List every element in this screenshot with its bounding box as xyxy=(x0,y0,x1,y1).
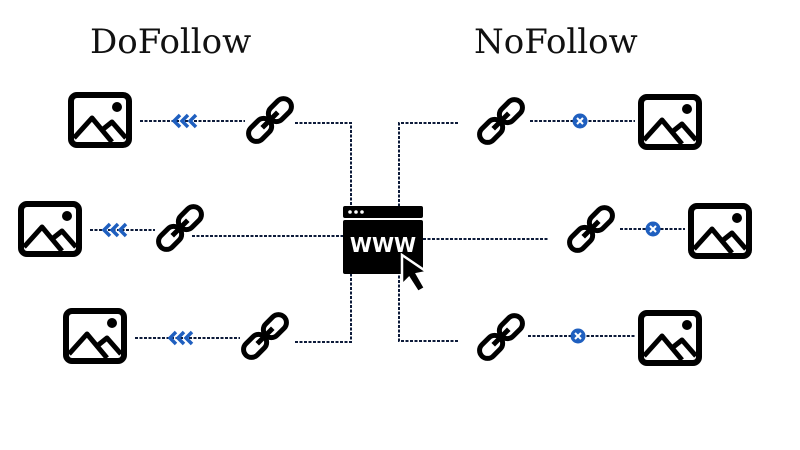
nofollow-row xyxy=(566,204,749,256)
image-icon xyxy=(641,97,699,147)
blocked-x-icon xyxy=(571,112,589,130)
connector-line xyxy=(295,122,352,208)
dofollow-row xyxy=(21,203,205,254)
image-icon xyxy=(691,206,749,256)
image-icon xyxy=(641,313,699,363)
website-browser-icon: WWW xyxy=(343,206,431,294)
dofollow-row xyxy=(71,95,295,145)
blocked-x-icon xyxy=(569,327,587,345)
link-icon xyxy=(476,96,525,145)
nofollow-heading: NoFollow xyxy=(474,22,638,62)
link-icon xyxy=(240,311,289,360)
connector-line xyxy=(398,122,458,208)
connector-line xyxy=(295,273,352,343)
www-label: WWW xyxy=(350,233,416,257)
image-icon xyxy=(21,204,79,254)
nofollow-row xyxy=(476,96,699,147)
link-icon xyxy=(245,95,294,144)
image-icon xyxy=(71,95,129,145)
cursor-icon xyxy=(400,252,431,294)
link-icon xyxy=(566,204,615,253)
dofollow-row xyxy=(66,311,290,361)
connector-line xyxy=(398,273,458,342)
link-icon xyxy=(155,203,204,252)
link-icon xyxy=(476,312,525,361)
nofollow-row xyxy=(476,312,699,363)
dofollow-heading: DoFollow xyxy=(90,22,252,62)
image-icon xyxy=(66,311,124,361)
blocked-x-icon xyxy=(644,220,662,238)
